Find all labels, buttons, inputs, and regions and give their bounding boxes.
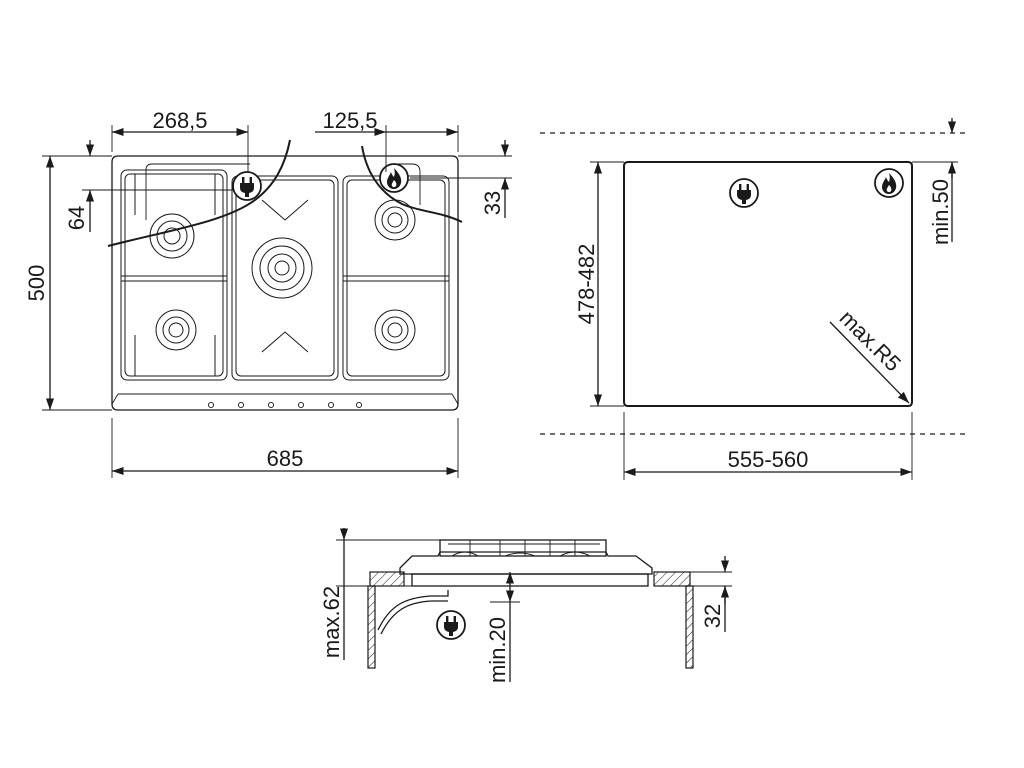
side-view: max.62 min.20 32	[319, 528, 732, 683]
dim-cutout-width: 555-560	[728, 447, 809, 472]
power-cable	[377, 590, 449, 635]
plug-icon	[232, 171, 262, 201]
cutout-view: 478-482 555-560 min.50 max.R5	[540, 118, 965, 480]
dim-max-height: max.62	[319, 586, 344, 658]
breakout-curve-left	[107, 139, 291, 247]
grate-left	[120, 169, 228, 381]
grate-center	[231, 175, 339, 381]
dim-plug-offset: 268,5	[152, 108, 207, 133]
hob-profile	[399, 551, 653, 575]
breakout-curve-right	[361, 145, 463, 223]
plug-icon	[436, 610, 466, 640]
flame-icon	[874, 168, 904, 198]
dim-width: 685	[267, 446, 304, 471]
dim-depth-32: 32	[700, 604, 725, 628]
flame-icon	[379, 163, 409, 193]
dim-cutout-height: 478-482	[574, 244, 599, 325]
dim-under-clearance: min.20	[485, 617, 510, 683]
plug-icon	[729, 178, 759, 208]
dim-plug-depth: 64	[64, 206, 89, 230]
dim-depth: 500	[24, 265, 49, 302]
worktop-right	[653, 571, 691, 587]
dim-gas-offset: 125,5	[322, 108, 377, 133]
worktop-left	[369, 571, 405, 587]
dim-corner-radius: max.R5	[835, 305, 906, 376]
burners	[149, 199, 416, 351]
top-view: 268,5 125,5 64 33 500 685	[24, 108, 512, 478]
dim-gas-depth: 33	[480, 191, 505, 215]
dim-back-clearance: min.50	[928, 179, 953, 245]
control-knobs	[207, 401, 363, 409]
hob-outline	[111, 155, 459, 411]
cutout-outline	[623, 161, 913, 407]
